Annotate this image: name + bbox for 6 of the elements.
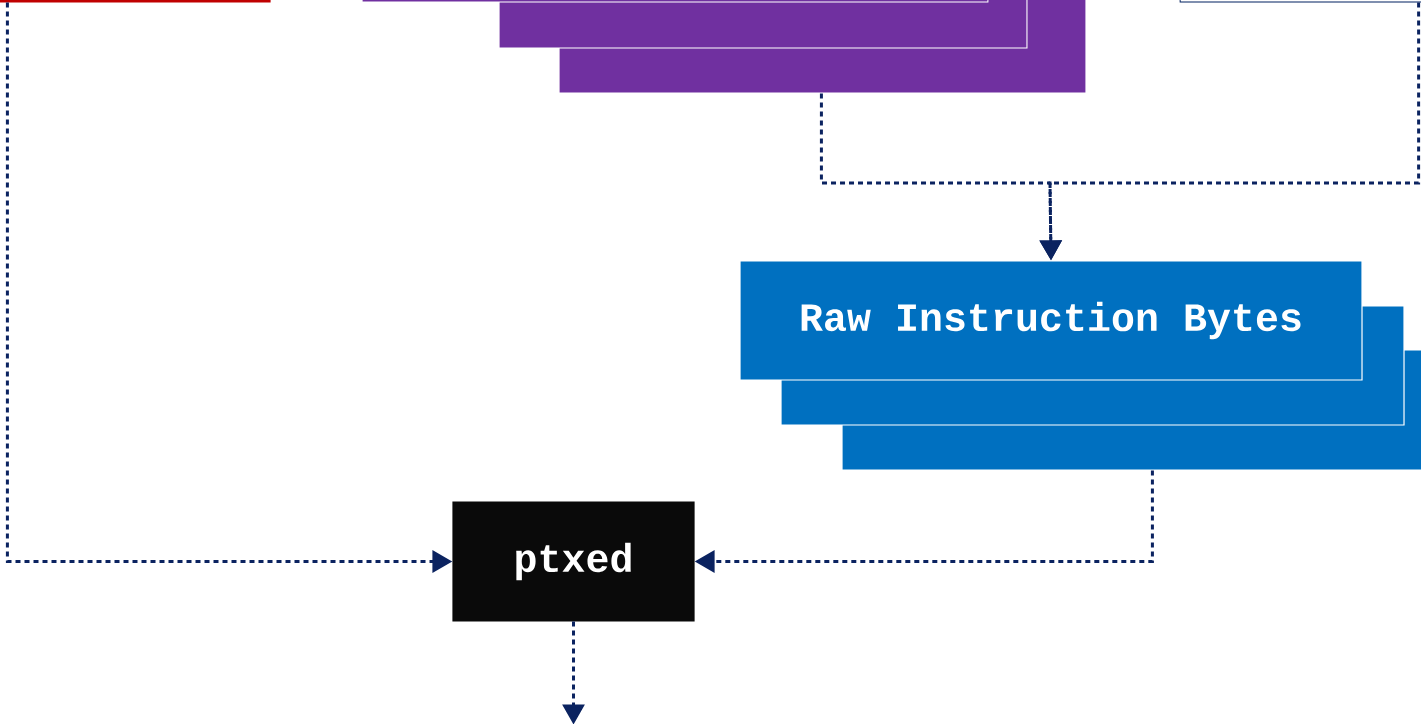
box — [1179, 0, 1421, 3]
box-stack: Raw Instruction Bytes — [739, 260, 1421, 471]
node-label: Raw Instruction Bytes — [801, 301, 1301, 340]
box — [0, 0, 271, 3]
box-stack — [361, 0, 1087, 94]
process-box: ptxed — [452, 501, 695, 622]
